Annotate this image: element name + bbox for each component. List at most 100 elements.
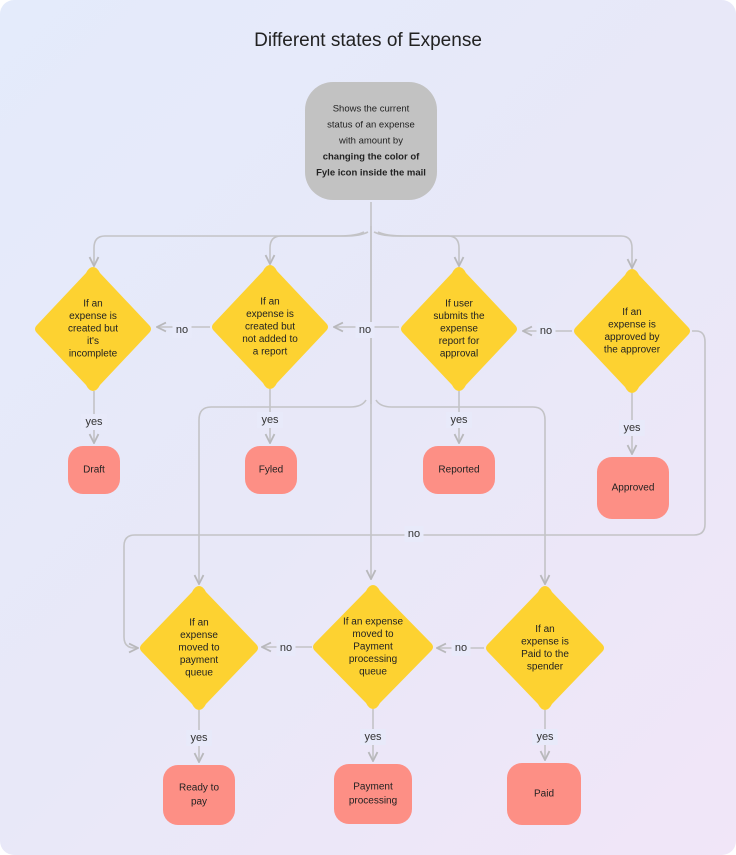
edge-label-text: no — [455, 642, 467, 654]
decision-text-line: expense is — [246, 309, 294, 320]
decision-text-line: processing — [349, 654, 397, 665]
decision-diamond — [401, 267, 517, 391]
decision-text-line: the approver — [604, 344, 661, 355]
decision-diamond — [486, 586, 604, 710]
decision-text-line: spender — [527, 661, 564, 672]
edge-label-text: no — [359, 324, 371, 336]
edge-label-yes-d4: yes — [619, 420, 645, 436]
edge-label-text: yes — [261, 414, 279, 426]
start-node-line: status of an expense — [327, 120, 415, 131]
edge-label-background — [276, 640, 296, 656]
decision-diamond — [140, 586, 258, 710]
state-label: Reported — [438, 465, 479, 476]
decision-text-line: moved to — [352, 629, 394, 640]
decision-text-line: report for — [439, 336, 480, 347]
decision-text-line: If user — [445, 299, 473, 310]
decision-text-line: expense — [440, 324, 478, 335]
state-box — [245, 446, 297, 494]
decision-text-line: a report — [253, 347, 288, 358]
decision-diamond — [313, 585, 433, 709]
decision-text-line: incomplete — [69, 349, 118, 360]
edge-label-text: no — [176, 324, 188, 336]
state-box — [68, 446, 120, 494]
start-node-bold-line: changing the color of — [323, 152, 420, 163]
edge-label-background — [446, 412, 472, 428]
connector-line — [199, 399, 367, 584]
edge-label-text: yes — [450, 414, 468, 426]
decision-text-line: expense is — [69, 311, 117, 322]
edge-label-text: yes — [364, 731, 382, 743]
state-s1: Draft — [68, 446, 120, 494]
decision-text-line: submits the — [433, 311, 485, 322]
edge-label-yes-d6: yes — [360, 729, 386, 745]
decision-text-line: expense is — [521, 636, 569, 647]
edge-label-yes-d2: yes — [257, 412, 283, 428]
node-layer: Shows the current status of an expense wit… — [35, 82, 690, 825]
connector-line — [377, 231, 632, 268]
edge-label-text: yes — [190, 732, 208, 744]
decision-text-line: If an expense — [343, 617, 403, 628]
decision-text-line: expense is — [608, 319, 656, 330]
state-label: pay — [191, 797, 207, 808]
state-s4: Approved — [597, 457, 669, 519]
decision-diamond — [35, 267, 151, 391]
state-s3: Reported — [423, 446, 495, 494]
decision-text-line: not added to — [242, 334, 298, 345]
edge-label-no-d4-d3: no — [536, 323, 556, 339]
decision-text-line: If an — [260, 297, 279, 308]
decision-text-line: If an — [83, 299, 102, 310]
state-label: Draft — [83, 465, 105, 476]
decision-text-line: it's — [87, 336, 99, 347]
decision-text-line: If an — [189, 618, 208, 629]
edge-label-no-d6-d5: no — [276, 640, 296, 656]
edge-label-background — [536, 323, 556, 339]
decision-text-line: Paid to the — [521, 649, 569, 660]
state-box — [597, 457, 669, 519]
decision-text-line: approved by — [604, 332, 659, 343]
start-node-line: with amount by — [338, 136, 403, 147]
start-node-line: Shows the current — [333, 104, 410, 115]
decision-text-line: approval — [440, 349, 478, 360]
decision-text-line: created but — [68, 324, 118, 335]
edge-label-text: no — [540, 325, 552, 337]
state-label: Ready to — [179, 783, 219, 794]
start-node-shape — [305, 82, 437, 200]
edge-label-text: yes — [85, 416, 103, 428]
state-s7: Paid — [507, 763, 581, 825]
edge-label-text: no — [408, 528, 420, 540]
edge-label-text: no — [280, 642, 292, 654]
decision-text-line: Payment — [353, 642, 393, 653]
decision-text-line: If an — [622, 307, 641, 318]
state-box — [163, 765, 235, 825]
edge-label-background — [619, 420, 645, 436]
edge-label-no-d2-d1: no — [172, 322, 192, 338]
decision-text-line: moved to — [178, 643, 220, 654]
edge-label-no-d3-d2: no — [355, 322, 375, 338]
decision-text-line: payment — [180, 655, 219, 666]
state-s5: Ready to pay — [163, 765, 235, 825]
edge-label-text: yes — [623, 422, 641, 434]
decision-text-line: queue — [359, 667, 387, 678]
edge-label-background — [81, 414, 107, 430]
state-box — [334, 764, 412, 824]
decision-text-line: expense — [180, 630, 218, 641]
start-node-bold-line: Fyle icon inside the mail — [316, 168, 426, 179]
edge-label-background — [355, 322, 375, 338]
state-label: Fyled — [259, 465, 283, 476]
edge-label-background — [360, 729, 386, 745]
state-box — [423, 446, 495, 494]
connector-line — [373, 231, 459, 266]
edge-label-background — [172, 322, 192, 338]
state-label: Payment — [353, 782, 393, 793]
edge-label-background — [532, 729, 558, 745]
